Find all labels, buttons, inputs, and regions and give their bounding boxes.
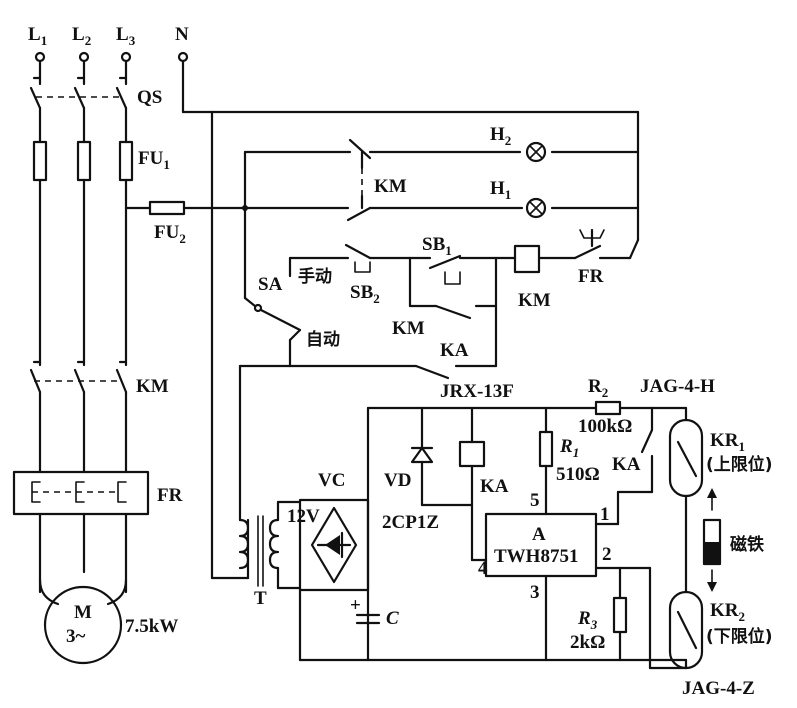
resistor-r2 bbox=[594, 400, 654, 432]
label-R2: R2 bbox=[588, 376, 608, 400]
label-SB2: SB2 bbox=[350, 282, 380, 306]
label-N: N bbox=[175, 24, 189, 45]
label-C: C bbox=[386, 608, 399, 629]
control-row bbox=[288, 228, 640, 308]
relay-ka-coil bbox=[458, 406, 488, 562]
label-KM-coil: KM bbox=[518, 290, 551, 311]
label-R1-val: 510Ω bbox=[556, 464, 600, 485]
resistor-r1 bbox=[538, 406, 554, 516]
label-R3: R3 bbox=[577, 608, 598, 632]
label-L2: L2 bbox=[72, 24, 91, 48]
relay-ka-switch bbox=[640, 428, 654, 494]
phase-lines bbox=[29, 59, 128, 606]
reed-kr1 bbox=[650, 406, 704, 594]
control-wiring bbox=[124, 59, 640, 580]
label-KM-top: KM bbox=[374, 176, 407, 197]
label-cap-plus: + bbox=[350, 595, 361, 616]
label-KR2: KR2 bbox=[710, 600, 745, 624]
power-terminals bbox=[34, 51, 189, 63]
fuses-fu1 bbox=[32, 140, 134, 182]
label-JRX: JRX-13F bbox=[440, 381, 514, 402]
label-H1: H1 bbox=[490, 178, 511, 202]
label-SB1: SB1 bbox=[422, 234, 452, 258]
dc-bus bbox=[298, 406, 688, 662]
label-R1: R1 bbox=[559, 436, 579, 460]
label-power: 7.5kW bbox=[125, 616, 178, 637]
label-VD: VD bbox=[384, 470, 411, 491]
label-L1: L1 bbox=[28, 24, 47, 48]
label-FR-main: FR bbox=[157, 485, 183, 506]
label-H2: H2 bbox=[490, 124, 511, 148]
label-KM-hold: KM bbox=[392, 318, 425, 339]
reed-kr2 bbox=[668, 590, 704, 670]
hold-contacts bbox=[238, 256, 498, 522]
label-VD-part: 2CP1Z bbox=[382, 512, 439, 533]
label-IC-A: A bbox=[532, 524, 546, 545]
transformer-t bbox=[238, 500, 302, 590]
label-12V: 12V bbox=[287, 506, 320, 527]
pin-2: 2 bbox=[602, 544, 612, 565]
label-R3-val: 2kΩ bbox=[570, 632, 605, 653]
label-VC: VC bbox=[318, 470, 345, 491]
motor bbox=[43, 585, 123, 665]
label-KA-coil: KA bbox=[480, 476, 509, 497]
label-JAG-H: JAG-4-H bbox=[640, 376, 715, 397]
label-FR-contact: FR bbox=[578, 266, 604, 287]
label-M-phase: 3~ bbox=[66, 626, 86, 647]
label-KR1: KR1 bbox=[710, 430, 745, 454]
magnet-icon bbox=[702, 488, 722, 592]
label-KR2-desc: (下限位) bbox=[706, 626, 773, 647]
label-auto: 自动 bbox=[306, 329, 340, 350]
label-SA: SA bbox=[258, 274, 283, 295]
label-L3: L3 bbox=[116, 24, 136, 48]
label-manual: 手动 bbox=[298, 266, 332, 287]
selector-sa bbox=[243, 296, 302, 368]
lamp-h1 bbox=[525, 197, 547, 219]
pin-3: 3 bbox=[530, 582, 540, 603]
label-magnet: 磁铁 bbox=[730, 534, 764, 555]
label-M: M bbox=[74, 602, 92, 623]
pin-4: 4 bbox=[478, 558, 488, 579]
label-JAG-Z: JAG-4-Z bbox=[682, 678, 755, 699]
resistor-r3 bbox=[612, 566, 688, 670]
thermal-relay-fr bbox=[12, 470, 150, 516]
lamp-h2 bbox=[525, 141, 547, 163]
label-KA-contact: KA bbox=[440, 340, 469, 361]
label-KR1-desc: (上限位) bbox=[706, 454, 773, 475]
pin-1: 1 bbox=[600, 504, 610, 525]
label-FU2: FU2 bbox=[154, 222, 186, 246]
diode-vd bbox=[410, 406, 474, 507]
label-FU1: FU1 bbox=[138, 148, 170, 172]
label-QS: QS bbox=[137, 87, 162, 108]
label-IC-name: TWH8751 bbox=[494, 546, 578, 567]
label-R2-val: 100kΩ bbox=[578, 416, 632, 437]
pin-5: 5 bbox=[530, 490, 540, 511]
label-KM-main: KM bbox=[136, 376, 169, 397]
label-T: T bbox=[254, 588, 267, 609]
ic-twh8751 bbox=[484, 490, 654, 662]
label-KA-sw: KA bbox=[612, 454, 641, 475]
